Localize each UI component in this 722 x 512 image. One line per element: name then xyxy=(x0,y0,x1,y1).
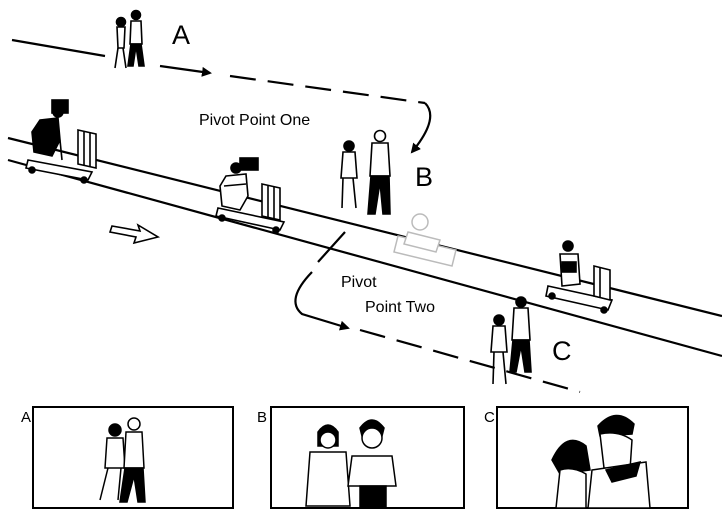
camera-dolly-1 xyxy=(25,99,97,184)
camera-dolly-2 xyxy=(215,157,286,234)
position-label-a: A xyxy=(172,20,191,50)
camera-dolly-3 xyxy=(545,240,614,314)
inset-label-b: B xyxy=(257,409,268,426)
position-label-b: B xyxy=(415,162,434,192)
inset-label-a: A xyxy=(21,409,32,426)
inset-label-c: C xyxy=(484,409,495,426)
walkers-position-b xyxy=(340,129,391,215)
pivot-point-two-label-line1: Pivot xyxy=(341,274,377,291)
pivot-point-two-label-line2: Point Two xyxy=(365,299,435,316)
walkers-position-a xyxy=(114,9,145,69)
dolly-direction-arrow xyxy=(108,223,161,245)
walk-path-a-to-b xyxy=(11,38,432,154)
inset-b-figures xyxy=(305,419,397,509)
ghost-dolly-b xyxy=(393,213,457,267)
dolly-track xyxy=(7,136,722,358)
position-label-c: C xyxy=(552,336,572,366)
walkers-position-c xyxy=(490,296,532,385)
inset-a-figures xyxy=(99,417,146,503)
pivot-point-one-label: Pivot Point One xyxy=(199,112,311,129)
walk-path-b-to-c xyxy=(294,231,581,394)
inset-c-figures xyxy=(551,414,651,509)
